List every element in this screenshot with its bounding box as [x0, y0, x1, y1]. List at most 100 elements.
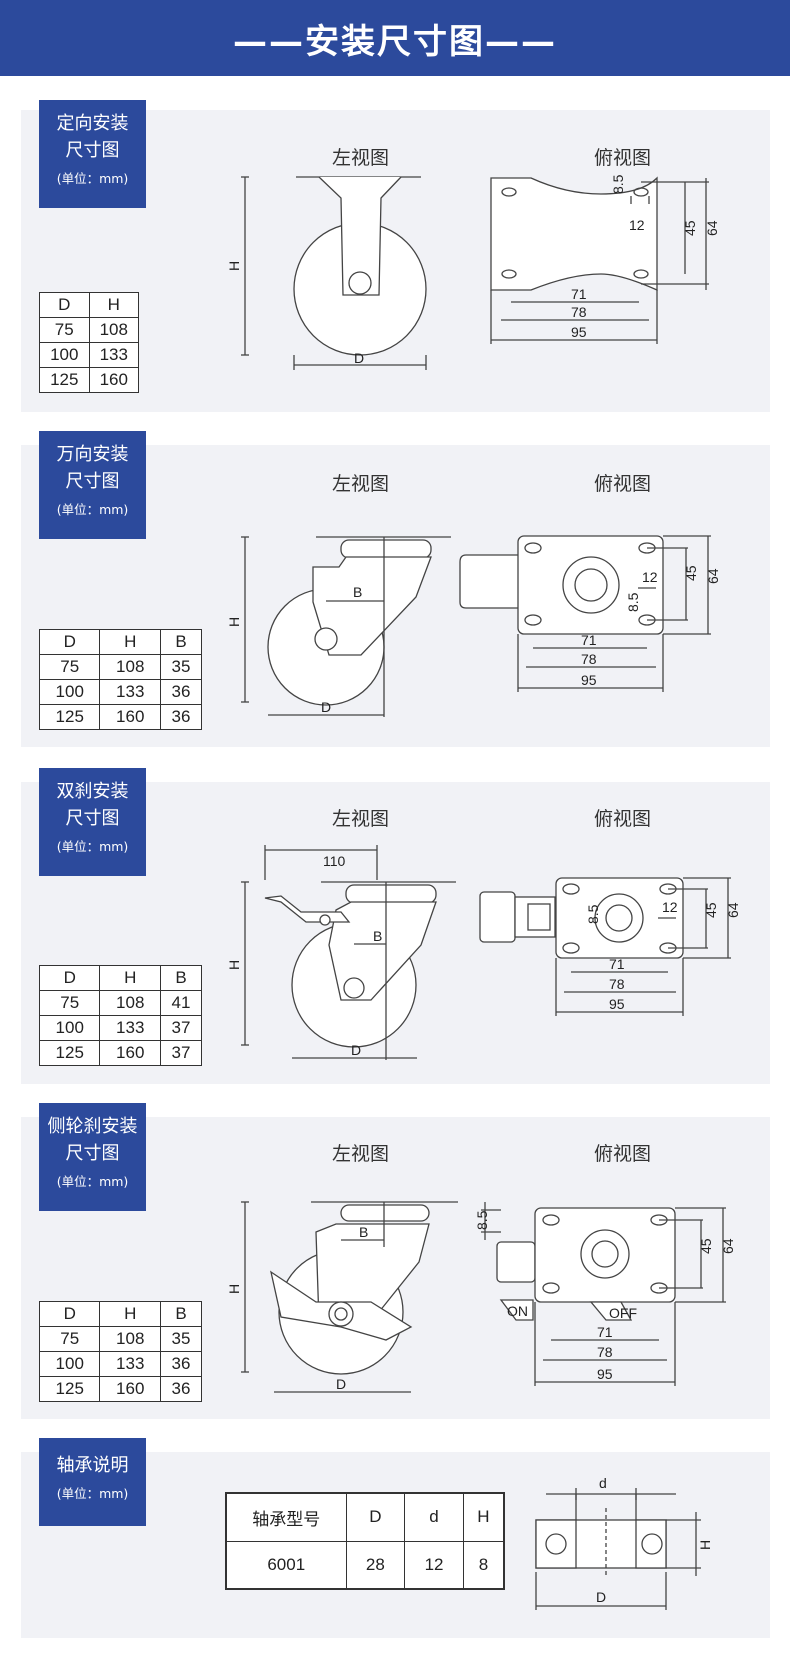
dim-h: H [697, 1540, 713, 1550]
table-header: H [88, 292, 139, 318]
unit-label: (单位：mm) [56, 1486, 129, 1501]
dim-64: 64 [725, 902, 741, 918]
page-title: ——安装尺寸图—— [233, 21, 557, 62]
brake-off-label: OFF [609, 1305, 637, 1321]
dim-b: B [359, 1224, 368, 1240]
section-badge: 侧轮刹安装 尺寸图 (单位：mm) [39, 1103, 146, 1211]
dim-64: 64 [705, 568, 721, 584]
badge-title-line: 尺寸图 [65, 140, 120, 161]
section-badge: 定向安装 尺寸图 (单位：mm) [39, 100, 146, 208]
dim-71: 71 [597, 1324, 613, 1340]
dim-12: 12 [642, 569, 658, 585]
side-view-drawing: B D H [226, 536, 451, 717]
dim-85: 8.5 [585, 904, 601, 924]
badge-title-line: 侧轮刹安装 [47, 1116, 138, 1137]
unit-label: (单位：mm) [56, 502, 129, 517]
dim-78: 78 [597, 1344, 613, 1360]
dim-12: 12 [662, 899, 678, 915]
dim-71: 71 [609, 956, 625, 972]
left-view-label: 左视图 [332, 147, 390, 169]
dim-h: H [226, 617, 242, 627]
section-badge: 轴承说明 (单位：mm) [39, 1438, 146, 1526]
table-header: D [345, 1492, 406, 1542]
top-view-drawing: 71 78 95 12 8.5 45 64 [490, 174, 720, 344]
dim-71: 71 [571, 286, 587, 302]
dim-78: 78 [581, 651, 597, 667]
dim-71: 71 [581, 632, 597, 648]
table-header: H [99, 629, 161, 655]
table-header: D [38, 629, 101, 655]
side-view-drawing: H D [226, 176, 427, 370]
top-view-drawing: 71 78 95 12 8.5 45 64 [479, 877, 741, 1016]
dim-d: D [354, 350, 364, 366]
unit-label: (单位：mm) [56, 839, 129, 854]
badge-title-line: 定向安装 [56, 113, 129, 134]
side-view-drawing: B D H [226, 1201, 458, 1393]
table-header: H [462, 1492, 505, 1542]
dim-95: 95 [571, 324, 587, 340]
top-view-label: 俯视图 [594, 808, 652, 830]
dim-85: 8.5 [625, 592, 641, 612]
dim-45: 45 [703, 902, 719, 918]
dim-64: 64 [720, 1238, 736, 1254]
section-bearing: 轴承说明 (单位：mm) 轴承型号 D d H 6001 28 12 8 [21, 1438, 770, 1638]
dim-h: H [226, 960, 242, 970]
table-header: 轴承型号 [225, 1492, 347, 1542]
table-header: D [39, 292, 90, 318]
dim-h: H [226, 261, 242, 271]
left-view-label: 左视图 [332, 1143, 390, 1165]
dim-d: D [351, 1042, 361, 1058]
top-view-drawing: 71 78 95 12 8.5 45 64 [459, 535, 721, 692]
top-view-drawing: 8.5 ON OFF 71 78 95 45 64 [474, 1202, 736, 1386]
table-header: H [99, 1301, 161, 1327]
dim-b: B [373, 928, 382, 944]
badge-title-line: 尺寸图 [65, 471, 120, 492]
section-badge: 万向安装 尺寸图 (单位：mm) [39, 431, 146, 539]
top-view-label: 俯视图 [594, 473, 652, 495]
bearing-drawing: d D H [535, 1475, 713, 1610]
dim-b: B [353, 584, 362, 600]
left-view-label: 左视图 [332, 473, 390, 495]
dim-95: 95 [581, 672, 597, 688]
dim-45: 45 [683, 565, 699, 581]
badge-title-line: 尺寸图 [65, 808, 120, 829]
dim-h: H [226, 1284, 242, 1294]
bearing-table: 轴承型号 D d H 6001 28 12 8 [225, 1492, 505, 1590]
table-header: B [159, 965, 203, 991]
table-header: H [99, 965, 161, 991]
dim-d: D [321, 699, 331, 715]
badge-title-line: 万向安装 [56, 444, 129, 465]
badge-title-line: 尺寸图 [65, 1143, 120, 1164]
dim-95: 95 [597, 1366, 613, 1382]
dim-d: D [336, 1376, 346, 1392]
table-header: D [38, 1301, 101, 1327]
brake-on-label: ON [507, 1303, 528, 1319]
badge-title-line: 双刹安装 [56, 781, 129, 802]
dim-small-d: d [599, 1475, 607, 1491]
dim-78: 78 [609, 976, 625, 992]
badge-title-line: 轴承说明 [56, 1455, 129, 1476]
dim-110: 110 [323, 853, 346, 869]
dim-85: 8.5 [474, 1210, 490, 1230]
table-row: 6001 28 12 8 [225, 1540, 505, 1590]
dim-78: 78 [571, 304, 587, 320]
dim-64: 64 [704, 220, 720, 236]
